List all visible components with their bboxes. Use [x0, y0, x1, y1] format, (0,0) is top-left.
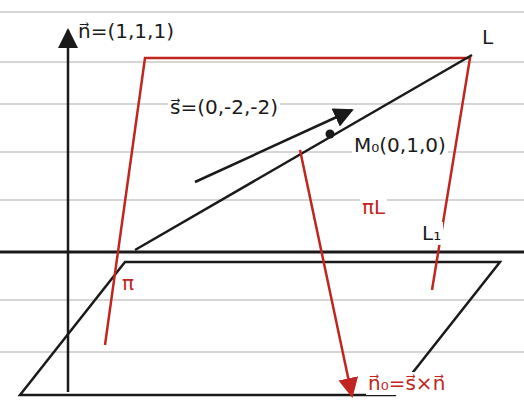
plane-label: πL — [360, 196, 387, 219]
direction-vector-s — [195, 110, 352, 182]
ruled-lines — [0, 12, 524, 352]
point-label: M₀(0,1,0) — [352, 134, 448, 157]
line-l — [135, 55, 472, 250]
plane-pi — [20, 262, 500, 395]
line-label: L — [480, 26, 495, 49]
plane-label: π — [120, 272, 136, 295]
normal-vector-n — [67, 30, 70, 392]
line-l1 — [0, 251, 524, 254]
line-label: L₁ — [420, 222, 443, 245]
normal-vector-n0 — [300, 150, 352, 396]
vector-label: s⃗=(0,-2,-2) — [168, 96, 280, 119]
plane-pi-l — [105, 58, 470, 345]
vector-label: n⃗₀=s⃗×n⃗ — [366, 372, 447, 395]
vector-label: n⃗=(1,1,1) — [76, 20, 176, 43]
point-m0 — [326, 130, 335, 139]
